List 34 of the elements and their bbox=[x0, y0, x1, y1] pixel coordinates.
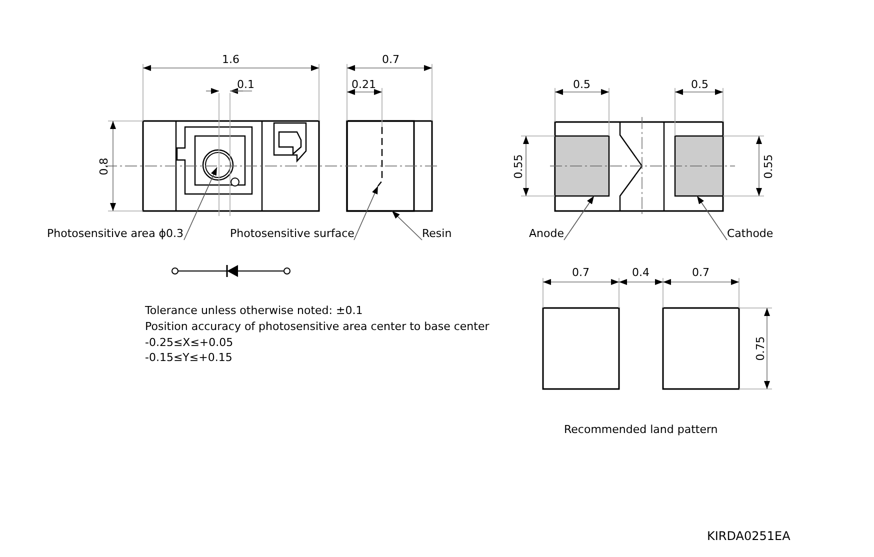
dimension-value: 0.55 bbox=[511, 154, 524, 179]
photosensitive-area-circle bbox=[202, 149, 234, 181]
dimension-value: 0.5 bbox=[691, 78, 708, 91]
electrode-pad bbox=[554, 135, 610, 197]
note-text: -0.25≤X≤+0.05 bbox=[145, 336, 234, 349]
dimension-value: 0.8 bbox=[97, 158, 110, 176]
dimension-value: 0.7 bbox=[382, 53, 400, 66]
callout-label: Photosensitive surface bbox=[230, 227, 354, 240]
callout-label: Cathode bbox=[727, 227, 774, 240]
note-text: Position accuracy of photosensitive area center to base center bbox=[145, 320, 490, 333]
dimension-value: 1.6 bbox=[222, 53, 240, 66]
resin-body bbox=[346, 120, 415, 212]
leader-line bbox=[564, 196, 594, 240]
electrode-pad bbox=[674, 135, 724, 197]
dimension-value: 0.75 bbox=[753, 336, 766, 361]
dimension-value: 0.7 bbox=[572, 266, 590, 279]
callout-label: Photosensitive area ϕ0.3 bbox=[47, 227, 184, 240]
caption-text: Recommended land pattern bbox=[564, 423, 718, 436]
photosensitive-surface-line bbox=[378, 127, 383, 186]
callout-label: Anode bbox=[529, 227, 564, 240]
drawing-number: KIRDA0251EA bbox=[707, 530, 790, 543]
leader-line bbox=[696, 196, 728, 240]
dimension-value: 0.55 bbox=[761, 154, 774, 179]
leader-line bbox=[354, 186, 378, 240]
note-text: -0.15≤Y≤+0.15 bbox=[145, 351, 232, 364]
leader-line bbox=[184, 166, 218, 240]
leader-line bbox=[392, 210, 422, 240]
dimension-value: 0.21 bbox=[352, 78, 376, 91]
dimension-value: 0.5 bbox=[573, 78, 590, 91]
note-text: Tolerance unless otherwise noted: ±0.1 bbox=[145, 304, 363, 317]
dimension-value: 0.1 bbox=[237, 78, 254, 91]
dimension-value: 0.7 bbox=[692, 266, 710, 279]
dimension-value: 0.4 bbox=[632, 266, 650, 279]
callout-label: Resin bbox=[422, 227, 452, 240]
